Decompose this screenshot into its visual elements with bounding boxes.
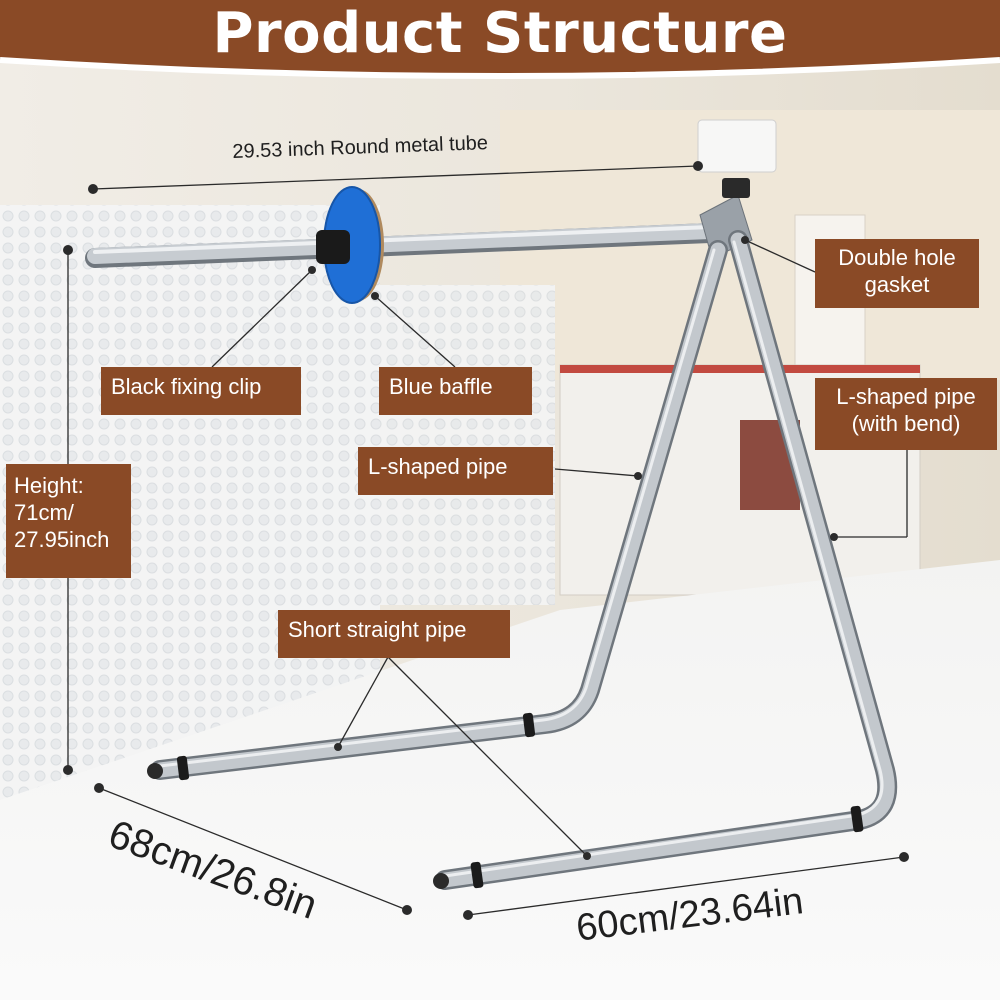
white-floor	[0, 560, 1000, 1000]
l-shaped-pipe	[152, 242, 726, 778]
bubble-wrap-roll-small	[380, 285, 555, 605]
gasket-label-line1: Double hole	[838, 245, 956, 270]
height-label-line2: 71cm/	[14, 500, 74, 525]
short-straight-pipe-label: Short straight pipe	[278, 610, 510, 658]
depth-dimension-line	[98, 787, 408, 911]
dot	[63, 245, 73, 255]
clip-leader-line	[211, 269, 313, 368]
air-conditioner	[697, 119, 777, 173]
foot-ring-left-front	[176, 755, 190, 781]
gasket-leader-line	[744, 239, 816, 273]
l-shaped-pipe-bend-label: L-shaped pipe (with bend)	[815, 378, 997, 450]
header-banner-shape	[0, 0, 1000, 76]
foot-cap-left	[147, 763, 163, 779]
dot	[308, 266, 316, 274]
gasket-label-line2: gasket	[864, 272, 930, 297]
round-metal-tube-highlight	[93, 225, 712, 254]
l-pipe-bend-label-line1: L-shaped pipe	[836, 384, 976, 409]
dot	[88, 184, 98, 194]
dot	[693, 161, 703, 171]
short-pipe-leader-left	[337, 656, 389, 748]
dot	[63, 765, 73, 775]
tube-dimension-line	[92, 165, 699, 190]
height-label: Height: 71cm/ 27.95inch	[6, 464, 131, 578]
tube-end-cap	[722, 178, 750, 198]
dot	[899, 852, 909, 862]
dot	[402, 905, 412, 915]
short-pipe-leader-right	[387, 656, 588, 857]
width-dimension-line	[467, 856, 905, 916]
height-label-line3: 27.95inch	[14, 527, 110, 552]
foot-ring-left-back	[522, 712, 536, 738]
black-fixing-clip	[316, 230, 350, 264]
dot	[371, 292, 379, 300]
black-fixing-clip-label: Black fixing clip	[101, 367, 301, 415]
l-shaped-pipe-highlight	[158, 248, 716, 768]
dot	[830, 533, 838, 541]
dot	[334, 743, 342, 751]
l-shaped-pipe-label: L-shaped pipe	[358, 447, 553, 495]
page-title: Product Structure	[212, 1, 788, 66]
dot	[94, 783, 104, 793]
foot-ring-right-front	[470, 861, 484, 889]
cabinet-red-strip	[560, 365, 920, 373]
foot-cap-right	[433, 873, 449, 889]
l-pipe-leader-line	[554, 468, 639, 477]
dot	[634, 472, 642, 480]
header-banner-edge	[0, 57, 1000, 79]
dot	[583, 852, 591, 860]
dot	[741, 236, 749, 244]
blue-baffle-label: Blue baffle	[379, 367, 532, 415]
dot	[463, 910, 473, 920]
foot-ring-right-back	[850, 805, 864, 833]
round-metal-tube	[87, 223, 718, 264]
double-hole-gasket-label: Double hole gasket	[815, 239, 979, 308]
baffle-leader-line	[374, 295, 456, 368]
height-label-line1: Height:	[14, 473, 84, 498]
l-pipe-bend-label-line2: (with bend)	[851, 411, 961, 436]
